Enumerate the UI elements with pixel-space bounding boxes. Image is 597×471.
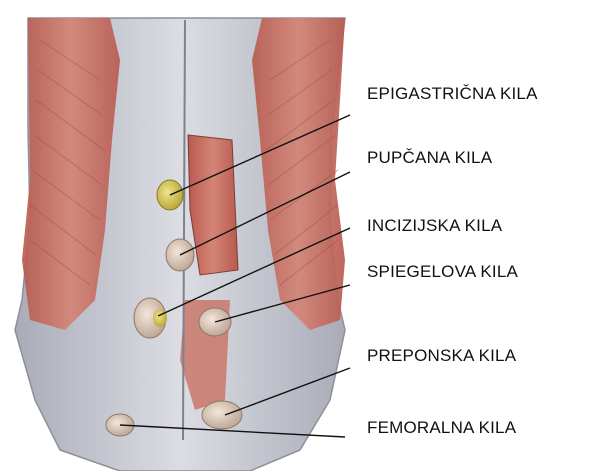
incisional-hernia-core [153,309,167,327]
label-spigelian-hernia: SPIEGELOVA KILA [367,262,518,282]
label-incisional-hernia: INCIZIJSKA KILA [367,216,502,236]
inguinal-hernia [202,401,242,429]
label-epigastric-hernia: EPIGASTRIČNA KILA [367,84,538,104]
label-inguinal-hernia: PREPONSKA KILA [367,346,516,366]
label-femoral-hernia: FEMORALNA KILA [367,418,516,438]
label-umbilical-hernia: PUPČANA KILA [367,148,492,168]
